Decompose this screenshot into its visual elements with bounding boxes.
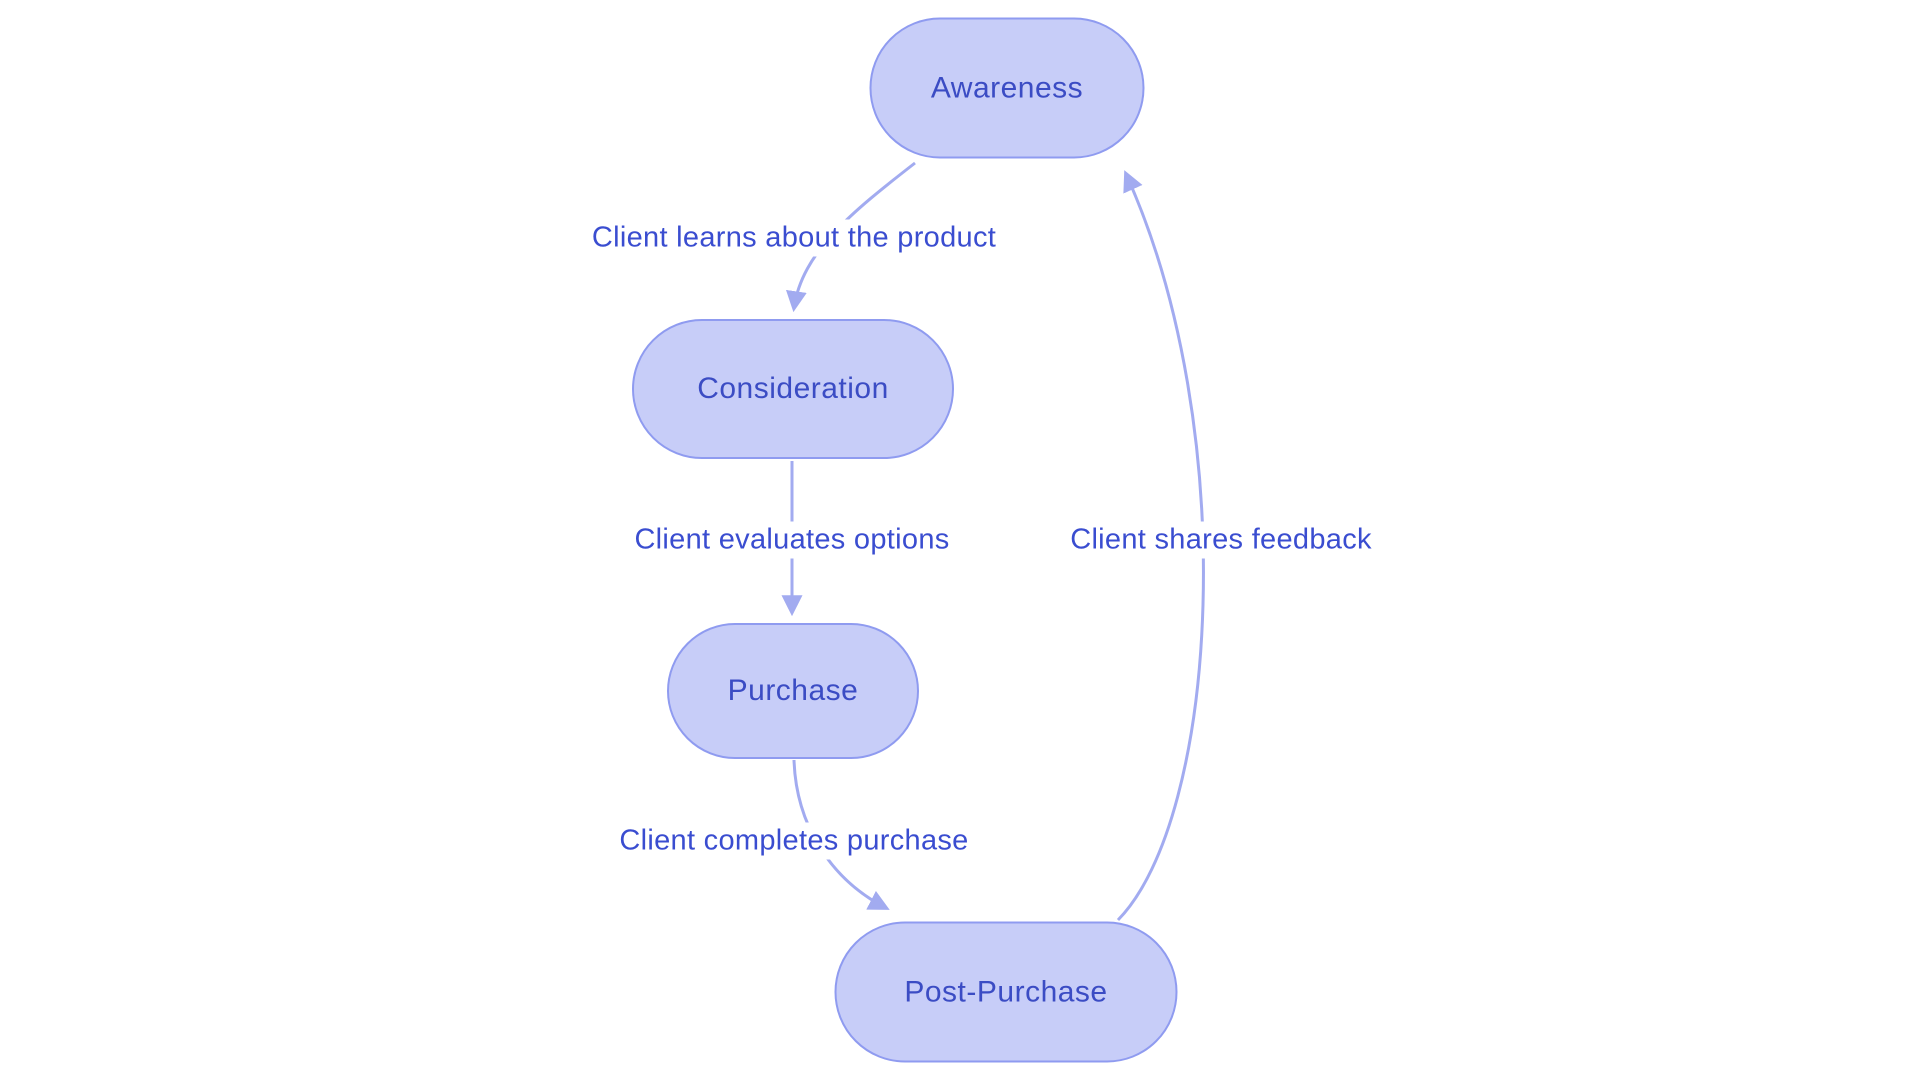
edge-label-completes: Client completes purchase: [613, 822, 975, 860]
edge-postpurchase-awareness: [1116, 170, 1205, 922]
node-post-purchase-label: Post-Purchase: [904, 975, 1108, 1008]
node-awareness-label: Awareness: [930, 71, 1084, 104]
node-awareness: Awareness: [869, 17, 1145, 159]
edge-label-evaluates: Client evaluates options: [628, 521, 956, 559]
node-purchase-label: Purchase: [727, 674, 859, 707]
edge-label-feedback: Client shares feedback: [1064, 521, 1378, 559]
edge-label-learns: Client learns about the product: [585, 219, 1003, 257]
node-post-purchase: Post-Purchase: [834, 921, 1178, 1063]
node-consideration: Consideration: [632, 319, 954, 459]
node-consideration-label: Consideration: [697, 372, 889, 405]
node-purchase: Purchase: [667, 623, 919, 759]
